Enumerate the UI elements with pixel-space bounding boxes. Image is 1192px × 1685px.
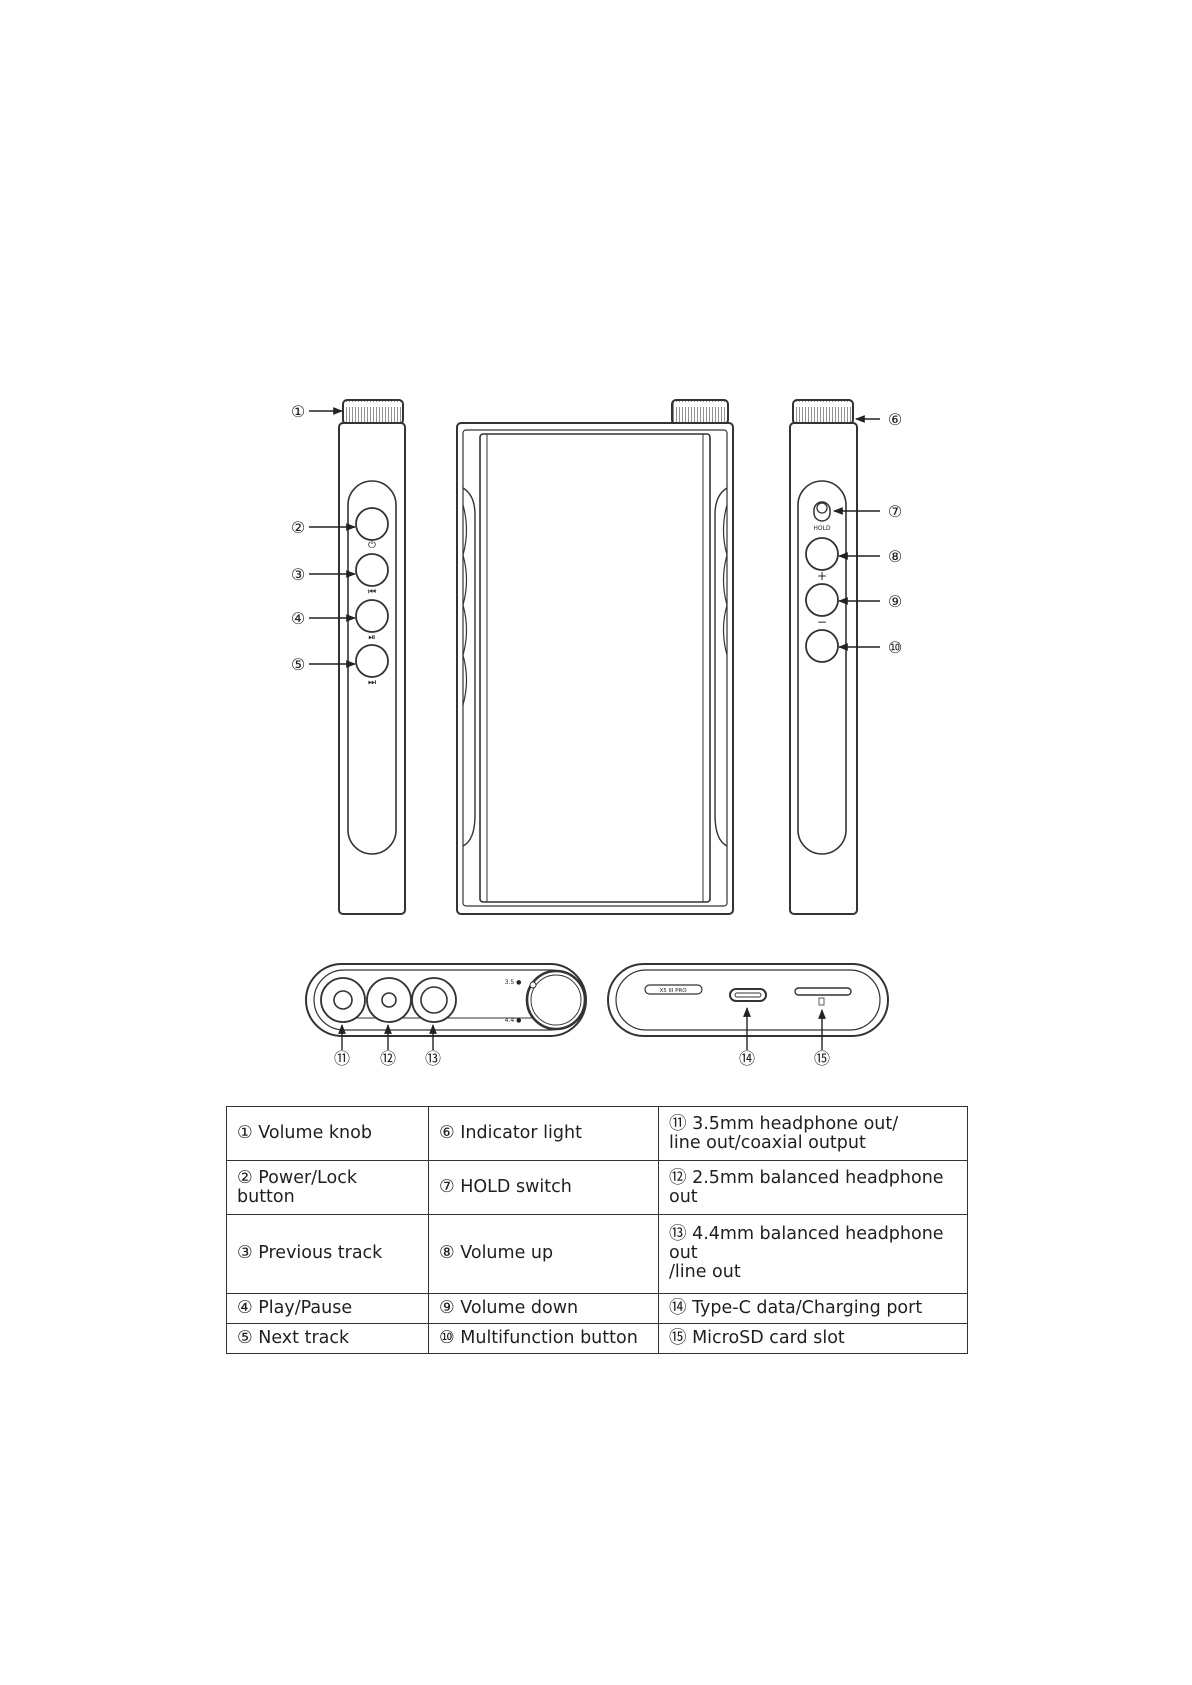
legend-item-multifunction: ⑩ Multifunction button bbox=[428, 1322, 659, 1355]
callout-15: ⑮ bbox=[814, 1049, 830, 1068]
callout-8: ⑧ bbox=[888, 547, 902, 566]
legend-item-next-track: ⑤ Next track bbox=[226, 1322, 429, 1355]
legend-item-hold-switch: ⑦ HOLD switch bbox=[428, 1160, 659, 1216]
legend-item-volume-up: ⑧ Volume up bbox=[428, 1214, 659, 1294]
screen bbox=[479, 433, 711, 903]
callout-11: ⑪ bbox=[334, 1049, 350, 1068]
parts-legend-table: ① Volume knob ⑥ Indicator light ⑪ 3.5mm … bbox=[226, 1105, 968, 1355]
callout-10: ⑩ bbox=[888, 638, 902, 657]
legend-item-2-5mm-out: ⑫ 2.5mm balanced headphone out bbox=[658, 1160, 968, 1216]
power-button bbox=[355, 507, 389, 541]
model-plate bbox=[644, 984, 703, 995]
legend-item-play-pause: ④ Play/Pause bbox=[226, 1292, 429, 1324]
legend-item-3-5mm-out: ⑪ 3.5mm headphone out/ line out/coaxial … bbox=[658, 1105, 968, 1162]
legend-item-indicator-light: ⑥ Indicator light bbox=[428, 1105, 659, 1162]
top-view: 3.5 ● 4.4 ● ⑪ ⑫ ⑬ bbox=[305, 963, 587, 1068]
callout-2: ② bbox=[291, 518, 305, 537]
plus-glyph: + bbox=[817, 569, 827, 583]
legend-item-volume-down: ⑨ Volume down bbox=[428, 1292, 659, 1324]
right-side-body bbox=[789, 422, 858, 915]
callout-14: ⑭ bbox=[739, 1049, 755, 1068]
power-glyph: ⏻ bbox=[368, 540, 376, 551]
legend-item-4-4mm-out: ⑬ 4.4mm balanced headphone out /line out bbox=[658, 1214, 968, 1294]
callout-13: ⑬ bbox=[425, 1049, 441, 1068]
legend-item-type-c-port: ⑭ Type-C data/Charging port bbox=[658, 1292, 968, 1324]
usb-c-port bbox=[729, 988, 767, 1002]
bottom-view: X5 III PRO ⑭ ⑮ bbox=[607, 963, 889, 1068]
legend-row: ③ Previous track ⑧ Volume up ⑬ 4.4mm bal… bbox=[226, 1214, 968, 1294]
callout-9: ⑨ bbox=[888, 592, 902, 611]
port-label-lower: 4.4 ● bbox=[505, 1017, 522, 1024]
top-volume-knob bbox=[525, 969, 587, 1031]
minus-glyph: − bbox=[817, 615, 827, 629]
callout-4: ④ bbox=[291, 609, 305, 628]
right-side-button-panel bbox=[797, 480, 847, 855]
previous-track-button bbox=[355, 553, 389, 587]
multifunction-button bbox=[805, 629, 839, 663]
callout-12: ⑫ bbox=[380, 1049, 396, 1068]
callout-6: ⑥ bbox=[888, 410, 902, 429]
callout-1: ① bbox=[291, 402, 305, 421]
callout-7: ⑦ bbox=[888, 502, 902, 521]
callout-3: ③ bbox=[291, 565, 305, 584]
front-inner-frame bbox=[462, 429, 728, 907]
legend-row: ④ Play/Pause ⑨ Volume down ⑭ Type-C data… bbox=[226, 1292, 968, 1324]
next-track-button bbox=[355, 644, 389, 678]
callout-5: ⑤ bbox=[291, 655, 305, 674]
right-side-view: HOLD + − ⑥ ⑦ ⑧ ⑨ ⑩ bbox=[789, 399, 902, 915]
previous-glyph: ⏮ bbox=[368, 587, 376, 597]
volume-up-button bbox=[805, 537, 839, 571]
legend-item-power-lock: ② Power/Lock button bbox=[226, 1160, 429, 1216]
port-label-upper: 3.5 ● bbox=[505, 979, 522, 986]
microsd-slot bbox=[794, 987, 852, 996]
legend-row: ② Power/Lock button ⑦ HOLD switch ⑫ 2.5m… bbox=[226, 1160, 968, 1216]
hold-label: HOLD bbox=[813, 525, 831, 532]
left-side-view: ⏻ ⏮ ⏯ ⏭ ① ② ③ ④ ⑤ bbox=[291, 399, 406, 915]
front-view bbox=[456, 399, 734, 915]
play-pause-glyph: ⏯ bbox=[368, 633, 375, 643]
legend-item-previous-track: ③ Previous track bbox=[226, 1214, 429, 1294]
indicator-light bbox=[529, 981, 537, 989]
next-glyph: ⏭ bbox=[368, 678, 376, 688]
legend-item-microsd-slot: ⑮ MicroSD card slot bbox=[658, 1322, 968, 1355]
microsd-icon bbox=[818, 997, 825, 1006]
play-pause-button bbox=[355, 599, 389, 633]
volume-down-button bbox=[805, 583, 839, 617]
model-label: X5 III PRO bbox=[659, 988, 687, 994]
legend-row: ① Volume knob ⑥ Indicator light ⑪ 3.5mm … bbox=[226, 1105, 968, 1162]
legend-row: ⑤ Next track ⑩ Multifunction button ⑮ Mi… bbox=[226, 1322, 968, 1355]
legend-item-volume-knob: ① Volume knob bbox=[226, 1105, 429, 1162]
